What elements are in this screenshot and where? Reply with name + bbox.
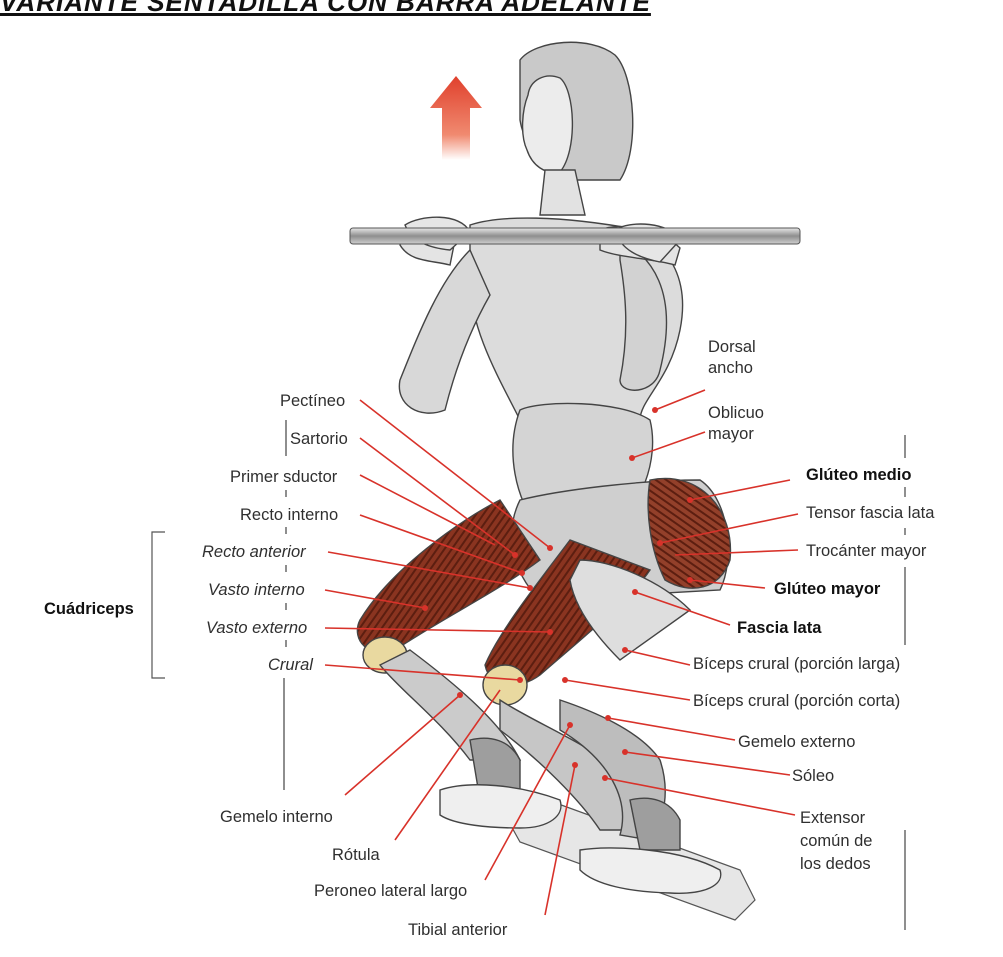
up-arrow-icon [430, 76, 482, 160]
label-gemelo-interno: Gemelo interno [220, 808, 333, 826]
label-dorsal-2: ancho [708, 359, 753, 377]
barbell [350, 228, 800, 244]
quadriceps-bracket [152, 532, 165, 678]
label-extensor-3: los dedos [800, 855, 871, 873]
label-pectineo: Pectíneo [280, 392, 345, 410]
label-vasto-externo: Vasto externo [206, 619, 307, 637]
label-recto-interno: Recto interno [240, 506, 338, 524]
figure-illustration [357, 42, 730, 893]
label-vasto-interno: Vasto interno [208, 581, 305, 599]
label-dorsal-1: Dorsal [708, 338, 756, 356]
label-fascia-lata: Fascia lata [737, 619, 822, 637]
label-oblicuo-1: Oblicuo [708, 404, 764, 422]
label-peroneo: Peroneo lateral largo [314, 882, 467, 900]
label-rotula: Rótula [332, 846, 381, 864]
label-gemelo-externo: Gemelo externo [738, 733, 855, 751]
label-tibial: Tibial anterior [408, 921, 508, 939]
label-gluteo-medio: Glúteo medio [806, 466, 911, 484]
label-oblicuo-2: mayor [708, 425, 754, 443]
label-gluteo-mayor: Glúteo mayor [774, 580, 881, 598]
label-sartorio: Sartorio [290, 430, 348, 448]
label-crural: Crural [268, 656, 314, 674]
label-soleo: Sóleo [792, 767, 834, 785]
label-extensor-2: común de [800, 832, 872, 850]
label-primer-aductor: Primer sductor [230, 468, 338, 486]
quadriceps-label: Cuádriceps [44, 600, 134, 618]
label-biceps-corta: Bíceps crural (porción corta) [693, 692, 900, 710]
label-extensor-1: Extensor [800, 809, 866, 827]
label-recto-anterior: Recto anterior [202, 543, 307, 561]
label-trocanter: Trocánter mayor [806, 542, 927, 560]
label-biceps-larga: Bíceps crural (porción larga) [693, 655, 900, 673]
label-tensor: Tensor fascia lata [806, 504, 935, 522]
